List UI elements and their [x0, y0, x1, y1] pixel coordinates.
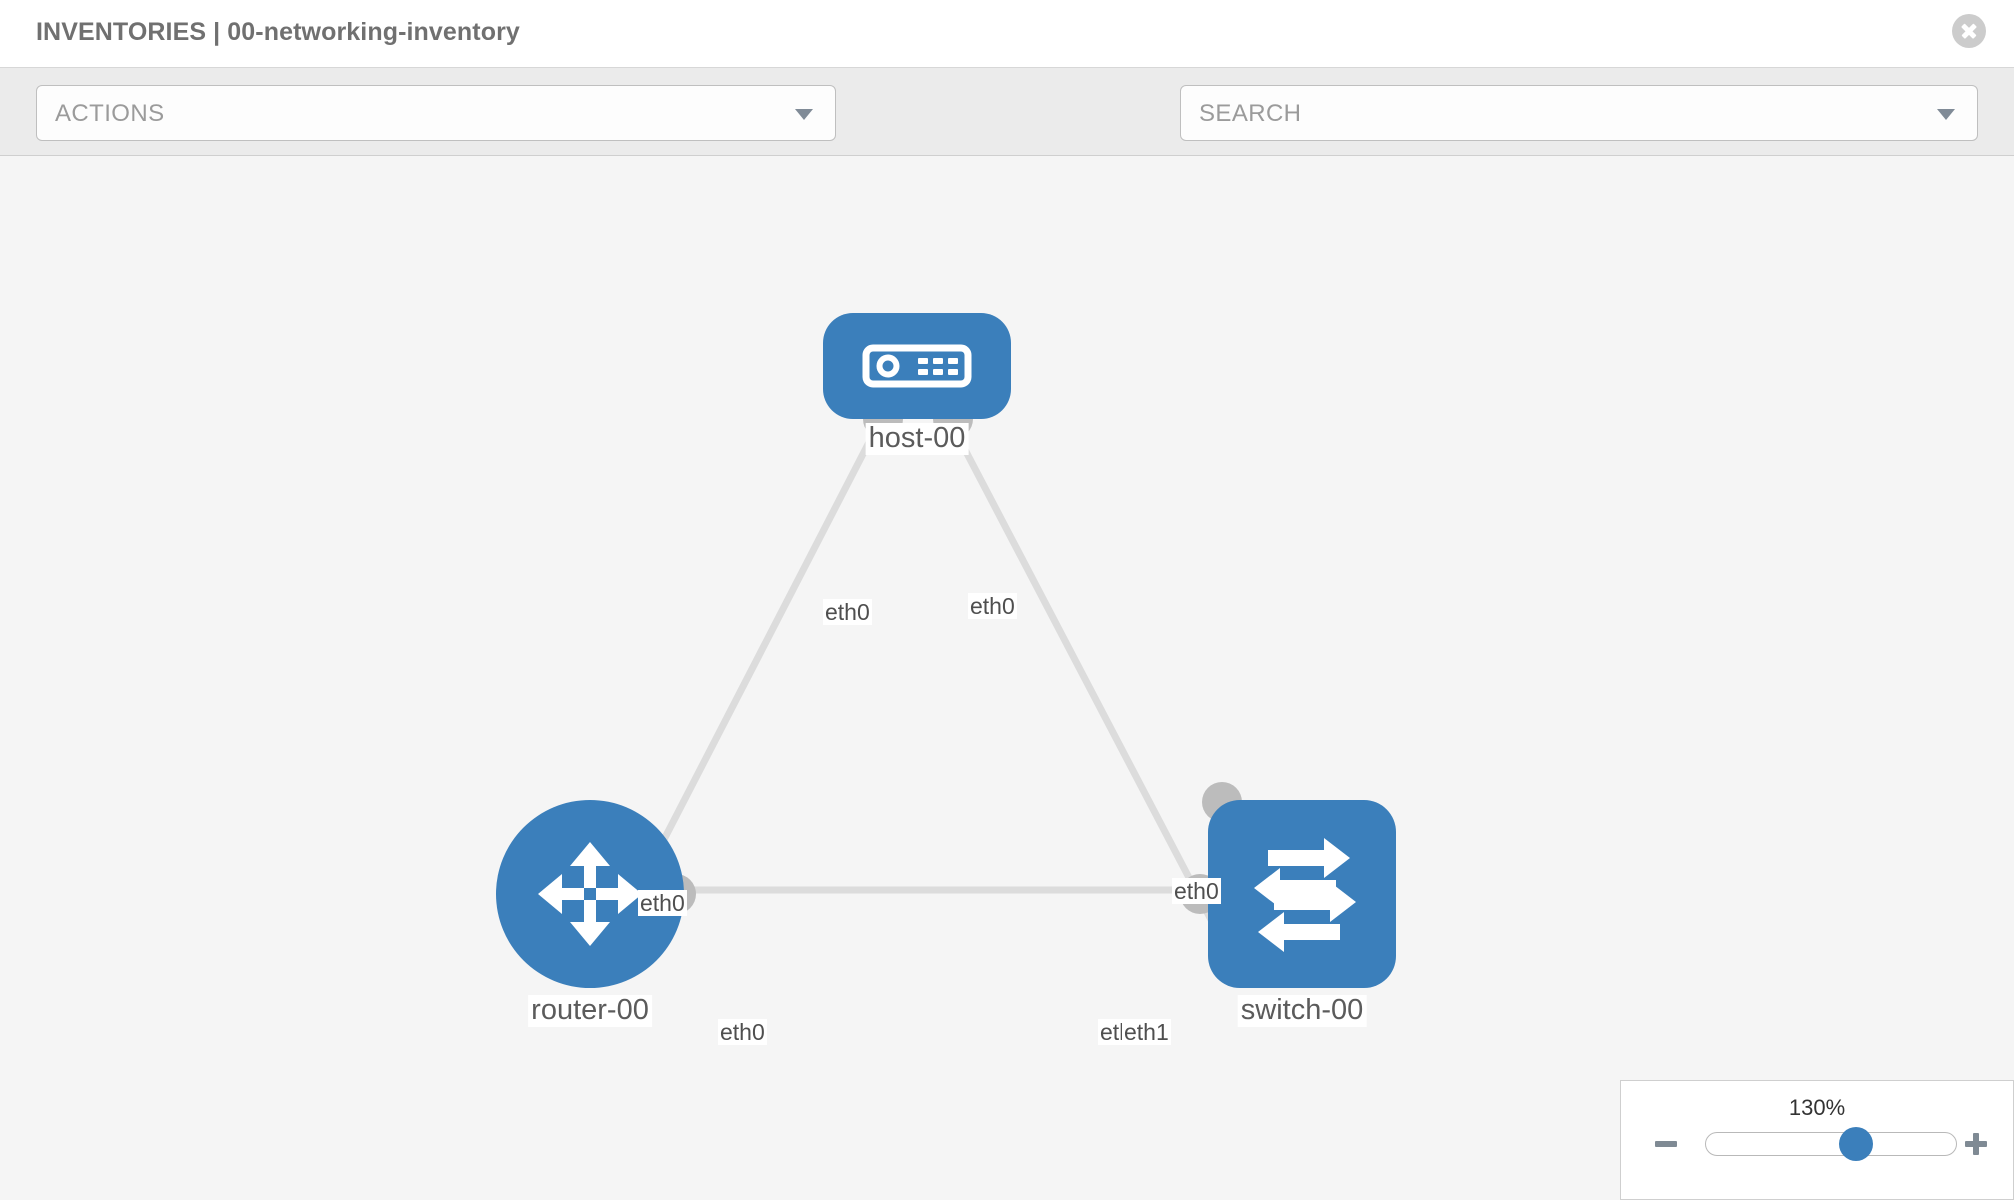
edge-label-switch-left: eth1 — [1122, 1019, 1171, 1046]
edge-label-switch-upper: eth0 — [1172, 878, 1221, 905]
edge-label-host-left: eth0 — [823, 599, 872, 626]
edge-label-router-right: eth0 — [718, 1019, 767, 1046]
topology-canvas[interactable]: host-00 eth0 eth0 — [0, 156, 2014, 1200]
node-host-00-label: host-00 — [865, 422, 969, 455]
plus-icon[interactable] — [1961, 1129, 1991, 1159]
switch-icon — [1254, 838, 1356, 952]
search-input[interactable]: SEARCH — [1180, 85, 1978, 141]
chevron-down-icon — [1937, 109, 1955, 120]
chevron-down-icon — [795, 109, 813, 120]
actions-dropdown[interactable]: ACTIONS — [36, 85, 836, 141]
node-host-00[interactable]: host-00 — [823, 313, 1011, 455]
topology-links — [636, 417, 1234, 960]
link-host-router — [636, 417, 884, 890]
node-host-00-shape[interactable] — [823, 313, 1011, 419]
zoom-slider-thumb[interactable] — [1839, 1127, 1873, 1161]
zoom-level-value: 130% — [1788, 1095, 1846, 1120]
actions-dropdown-label: ACTIONS — [55, 100, 165, 127]
node-router-00-label: router-00 — [528, 994, 652, 1027]
server-icon — [862, 344, 972, 388]
page-title: INVENTORIES | 00-networking-inventory — [36, 18, 520, 46]
edge-label-router-upper: eth0 — [638, 890, 687, 917]
minus-icon[interactable] — [1651, 1129, 1681, 1159]
router-icon — [538, 842, 642, 946]
zoom-control-panel: 130% — [1620, 1080, 2014, 1200]
node-switch-00-shape[interactable] — [1208, 800, 1396, 988]
node-switch-00[interactable]: switch-00 — [1180, 782, 1396, 1027]
close-icon[interactable] — [1952, 14, 1986, 48]
page-header: INVENTORIES | 00-networking-inventory — [0, 0, 2014, 68]
edge-label-host-right: eth0 — [968, 593, 1017, 620]
link-host-switch — [946, 417, 1234, 960]
node-switch-00-label: switch-00 — [1237, 994, 1367, 1027]
zoom-slider[interactable] — [1705, 1127, 1957, 1161]
toolbar: ACTIONS SEARCH — [0, 68, 2014, 191]
node-router-00[interactable]: router-00 — [496, 800, 696, 1027]
search-placeholder: SEARCH — [1199, 100, 1302, 127]
